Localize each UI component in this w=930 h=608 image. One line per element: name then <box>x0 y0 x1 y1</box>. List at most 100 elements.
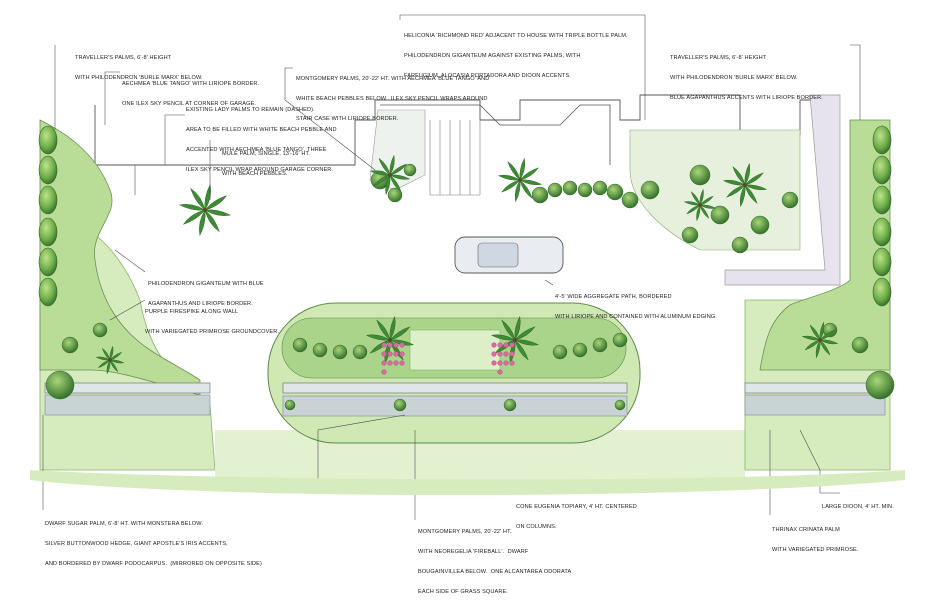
palm-frond <box>726 184 746 198</box>
bougainvillea-flower <box>393 342 399 348</box>
bougainvillea-flower <box>381 342 387 348</box>
bougainvillea-flower <box>491 360 497 366</box>
bougainvillea-flower <box>399 360 405 366</box>
note-firespike: PURPLE FIRESPIKE ALONG WALL WITH VARIEGA… <box>145 296 279 349</box>
bougainvillea-flower <box>491 351 497 357</box>
palm-frond <box>819 339 839 345</box>
note-line: TRAVELLER'S PALMS, 6'-8' HEIGHT <box>670 55 767 62</box>
note-cone-eugenia: CONE EUGENIA TOPIARY, 4' HT. CENTERED ON… <box>516 491 637 544</box>
note-line: AREA TO BE FILLED WITH WHITE BEACH PEBBL… <box>186 126 337 133</box>
shrub <box>531 186 549 204</box>
hedge-shrub <box>38 125 58 155</box>
front-wall <box>44 382 886 417</box>
note-aechmea-left: AECHMEA 'BLUE TANGO' WITH LIRIOPE BORDER… <box>122 68 259 121</box>
palm-frond <box>699 204 717 209</box>
palm-frond <box>178 204 206 211</box>
palm-frond <box>109 359 119 373</box>
palm-frond <box>369 170 391 176</box>
bougainvillea-flower <box>509 360 515 366</box>
note-line: ONE ILEX SKY PENCIL AT CORNER OF GARAGE. <box>122 100 257 107</box>
bougainvillea-flower <box>381 351 387 357</box>
shrub <box>332 344 348 360</box>
bougainvillea-flower <box>399 351 405 357</box>
palm-frond <box>376 319 391 341</box>
shrub <box>547 182 563 198</box>
shrub <box>552 344 568 360</box>
note-line: AGAPANTHUS AND LIRIOPE BORDER. <box>148 300 253 307</box>
palm-frond <box>815 339 821 359</box>
palm-frond <box>101 347 111 361</box>
palm-frond <box>378 157 391 176</box>
note-line: SILVER BUTTONWOOD HEDGE, GIANT APOSTLE'S… <box>45 540 228 547</box>
bougainvillea-flower <box>393 351 399 357</box>
note-line: MULE PALM, SINGLE, 13'-16' HT. <box>222 151 311 158</box>
palm-frond <box>365 334 391 341</box>
palm-trunk <box>743 183 747 187</box>
bougainvillea-flower <box>503 342 509 348</box>
bougainvillea-flower <box>381 369 387 375</box>
right-bed <box>759 119 891 371</box>
note-line: MONTGOMERY PALMS, 20'-22' HT. WITH AECHM… <box>296 76 490 83</box>
palm-frond <box>519 157 526 181</box>
note-mule-palm: MULE PALM, SINGLE, 13'-16' HT. WITH BEAC… <box>222 138 310 191</box>
palm-frond <box>722 179 746 186</box>
note-line: 4'-5' WIDE AGGREGATE PATH, BORDERED <box>555 294 672 301</box>
palm-frond <box>819 339 831 356</box>
hedge-shrub <box>38 247 58 277</box>
palm-frond <box>190 187 206 211</box>
palm-frond <box>501 179 521 193</box>
palm-frond <box>514 326 536 341</box>
bougainvillea-flower <box>497 369 503 375</box>
hedge-shrub <box>38 277 58 307</box>
bougainvillea-flower <box>497 342 503 348</box>
palm-frond <box>514 315 521 341</box>
note-line: WHITE BEACH PEBBLES BELOW. ILEX SKY PENC… <box>296 95 488 102</box>
palm-frond <box>519 179 543 186</box>
palm-frond <box>204 209 220 233</box>
note-line: PHILODENDRON GIGANTEUM AGAINST EXISTING … <box>404 52 581 59</box>
palm-frond <box>739 184 746 208</box>
shrub <box>393 398 407 412</box>
note-line: WITH VARIEGATED PRIMROSE. <box>772 546 859 553</box>
note-line: ILEX SKY PENCIL WRAP AROUND GARAGE CORNE… <box>186 166 334 173</box>
palm-frond <box>804 339 821 351</box>
note-line: ACCENTED WITH AECHMEA 'BLUE TANGO'. THRE… <box>186 146 327 153</box>
car <box>454 236 564 274</box>
palm-frond <box>744 162 751 186</box>
hedge-column-left <box>38 125 58 307</box>
palm-frond <box>199 209 206 237</box>
shrub <box>592 337 608 353</box>
plan-drawing <box>30 14 905 520</box>
shrub <box>577 182 593 198</box>
aggregate-path <box>724 94 841 286</box>
palm-frond <box>744 172 764 186</box>
bougainvillea-flower <box>399 342 405 348</box>
note-line: AECHMEA 'BLUE TANGO' WITH LIRIOPE BORDER… <box>122 81 260 88</box>
palm-frond <box>699 188 704 206</box>
palm-frond <box>699 204 710 219</box>
note-line: PURPLE FIRESPIKE ALONG WALL <box>145 309 239 316</box>
palm-frond <box>389 154 395 176</box>
palm-tree <box>369 154 411 196</box>
shrub <box>614 399 626 411</box>
shrub <box>352 344 368 360</box>
note-thrinax: THRINAX CRINATA PALM WITH VARIEGATED PRI… <box>772 514 859 567</box>
palm-frond <box>109 359 125 364</box>
hedge-column-right <box>872 125 892 307</box>
shrub <box>621 191 639 209</box>
note-line: DWARF SUGAR PALM, 6'-8' HT. WITH MONSTER… <box>45 521 203 528</box>
palm-frond <box>389 163 408 176</box>
note-line: MONTGOMERY PALMS, 20'-22' HT. <box>418 529 512 536</box>
hedge-shrub <box>872 217 892 247</box>
shrub-group <box>45 163 895 412</box>
palm-frond <box>97 359 111 369</box>
palm-frond <box>514 339 529 361</box>
hedge-shrub <box>38 217 58 247</box>
palm-frond <box>389 315 396 341</box>
palm-frond <box>106 359 111 375</box>
palm-trunk <box>388 173 392 177</box>
note-line: WITH BEACH PEBBLES. <box>222 170 288 177</box>
palm-frond <box>95 356 111 361</box>
shrub <box>61 336 79 354</box>
note-line: PHILODENDRON GIGANTEUM WITH BLUE <box>148 281 264 288</box>
